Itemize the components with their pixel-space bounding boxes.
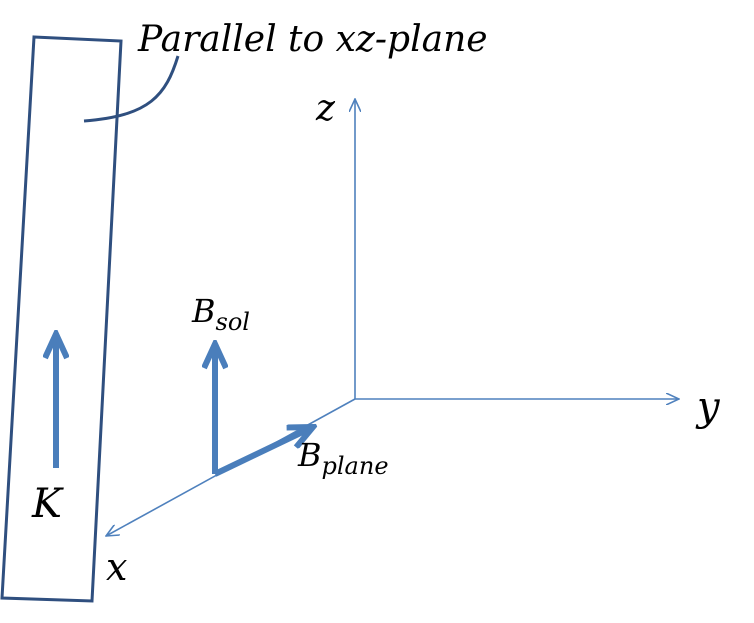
x-axis-label: x — [106, 545, 127, 589]
b-plane-base: B — [297, 436, 322, 474]
b-sol-label: Bsol — [191, 292, 250, 336]
z-axis-label: z — [315, 88, 336, 129]
b-sol-base: B — [191, 292, 216, 330]
y-axis-label: y — [695, 384, 721, 430]
current-K-label: K — [31, 481, 64, 527]
plane-annotation-label: Parallel to xz-plane — [137, 19, 488, 60]
b-plane-label: Bplane — [297, 436, 389, 480]
b-sol-subscript: sol — [216, 308, 250, 336]
annotation-leader-line — [83, 55, 180, 123]
b-plane-subscript: plane — [322, 452, 389, 480]
current-sheet — [0, 35, 123, 603]
b-plane-arrow — [213, 427, 313, 477]
